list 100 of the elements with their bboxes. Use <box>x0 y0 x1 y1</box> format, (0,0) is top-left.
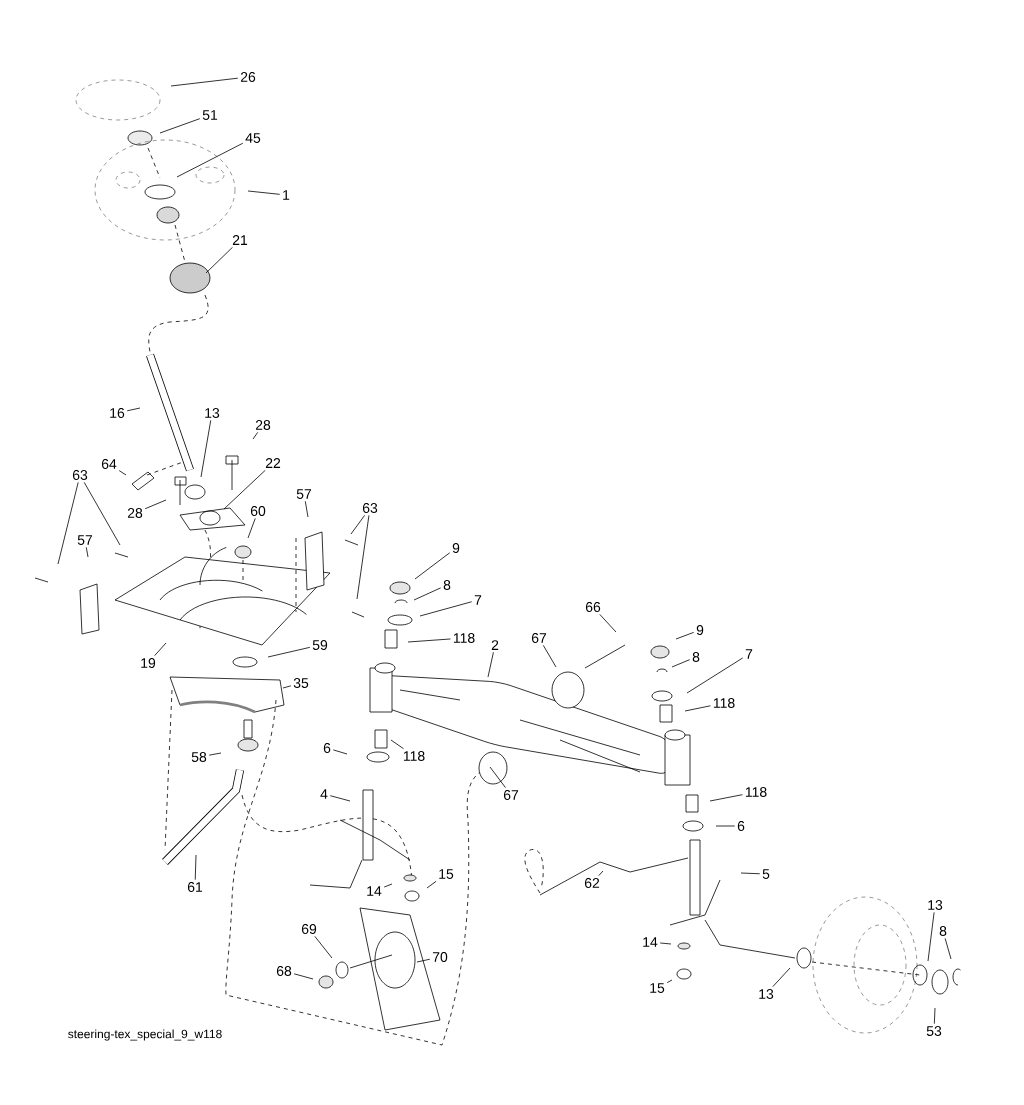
leader-line <box>487 651 494 678</box>
leader-line <box>675 631 695 640</box>
leader-line <box>144 499 167 510</box>
leader-line <box>686 657 744 694</box>
leader-line <box>282 685 292 689</box>
leader-line <box>772 967 791 988</box>
callout-number: 69 <box>299 922 319 936</box>
leader-line <box>927 911 935 962</box>
callout-number: 14 <box>364 884 384 898</box>
callout-number: 53 <box>924 1024 944 1038</box>
leader-line <box>356 514 370 600</box>
leader-line <box>684 705 711 712</box>
callout-number: 57 <box>75 533 95 547</box>
leader-line <box>659 942 672 945</box>
callout-number: 9 <box>694 623 706 637</box>
leader-line <box>223 469 266 510</box>
leader-line <box>542 644 557 668</box>
leader-line <box>598 870 604 877</box>
leader-line <box>944 937 952 960</box>
callout-number: 63 <box>360 501 380 515</box>
callout-number: 51 <box>200 108 220 122</box>
callout-number: 57 <box>294 487 314 501</box>
callout-number: 7 <box>472 593 484 607</box>
leader-line <box>489 766 506 789</box>
leader-line <box>416 958 431 963</box>
callout-number: 21 <box>230 233 250 247</box>
callout-number: 59 <box>310 638 330 652</box>
leader-line <box>715 825 736 827</box>
callout-number: 28 <box>253 418 273 432</box>
callout-number: 7 <box>743 647 755 661</box>
leader-line <box>390 739 404 750</box>
leader-line <box>383 883 393 888</box>
callout-number: 58 <box>189 750 209 764</box>
leader-line <box>329 795 351 802</box>
callout-number: 13 <box>756 987 776 1001</box>
callout-number: 118 <box>710 696 738 710</box>
leader-line <box>350 514 366 535</box>
callout-number: 26 <box>238 70 258 84</box>
callout-number: 70 <box>430 950 450 964</box>
leader-line <box>159 118 201 134</box>
callout-number: 19 <box>138 656 158 670</box>
callout-number: 15 <box>436 867 456 881</box>
leader-line <box>57 481 79 565</box>
leader-line <box>247 517 256 539</box>
leader-line <box>176 142 244 178</box>
callout-number: 67 <box>501 788 521 802</box>
leader-line <box>407 638 451 643</box>
callout-number: 6 <box>321 741 333 755</box>
leader-line <box>252 431 259 440</box>
callout-number: 9 <box>450 541 462 555</box>
leader-line <box>154 642 167 657</box>
leader-line <box>419 601 473 617</box>
callout-number: 118 <box>400 749 428 763</box>
leader-line <box>83 481 121 546</box>
leader-line <box>208 752 222 756</box>
callout-number: 45 <box>243 131 263 145</box>
leader-line <box>740 872 761 875</box>
callout-number: 66 <box>583 600 603 614</box>
leader-line <box>205 246 233 274</box>
callout-number: 8 <box>441 578 453 592</box>
callout-number: 35 <box>291 676 311 690</box>
callout-number: 60 <box>248 504 268 518</box>
callout-number: 15 <box>647 981 667 995</box>
callout-number: 14 <box>640 935 660 949</box>
leader-line <box>293 973 314 980</box>
callout-number: 67 <box>529 631 549 645</box>
callout-number: 118 <box>450 631 478 645</box>
callout-number: 118 <box>742 785 770 799</box>
leader-line <box>118 470 127 476</box>
leader-line <box>332 749 348 755</box>
leader-line <box>170 77 239 87</box>
leader-line <box>314 935 333 959</box>
leader-line <box>413 587 442 601</box>
leader-line <box>414 552 451 580</box>
callout-number: 61 <box>185 880 205 894</box>
leader-line <box>267 646 311 658</box>
leader-line <box>126 407 141 412</box>
callout-number: 64 <box>99 457 119 471</box>
callout-number: 63 <box>70 468 90 482</box>
callout-number: 28 <box>125 506 145 520</box>
callout-number: 16 <box>107 406 127 420</box>
callout-number: 2 <box>489 638 501 652</box>
drawing-code: steering-tex_special_9_w118 <box>68 1029 222 1041</box>
callout-number: 13 <box>925 898 945 912</box>
callout-number: 68 <box>274 964 294 978</box>
callout-number: 4 <box>318 787 330 801</box>
leader-line <box>304 500 309 518</box>
leader-line <box>194 854 197 881</box>
callout-number: 5 <box>760 867 772 881</box>
leader-line <box>671 659 691 668</box>
leader-line <box>200 419 212 478</box>
leader-line <box>666 979 673 983</box>
leader-line <box>599 613 617 633</box>
callout-number: 1 <box>280 188 292 202</box>
callout-number: 8 <box>937 924 949 938</box>
callout-number: 22 <box>263 456 283 470</box>
callout-number: 62 <box>582 876 602 890</box>
leader-line <box>709 794 743 802</box>
leader-line <box>933 1007 936 1025</box>
leader-line <box>247 190 281 195</box>
